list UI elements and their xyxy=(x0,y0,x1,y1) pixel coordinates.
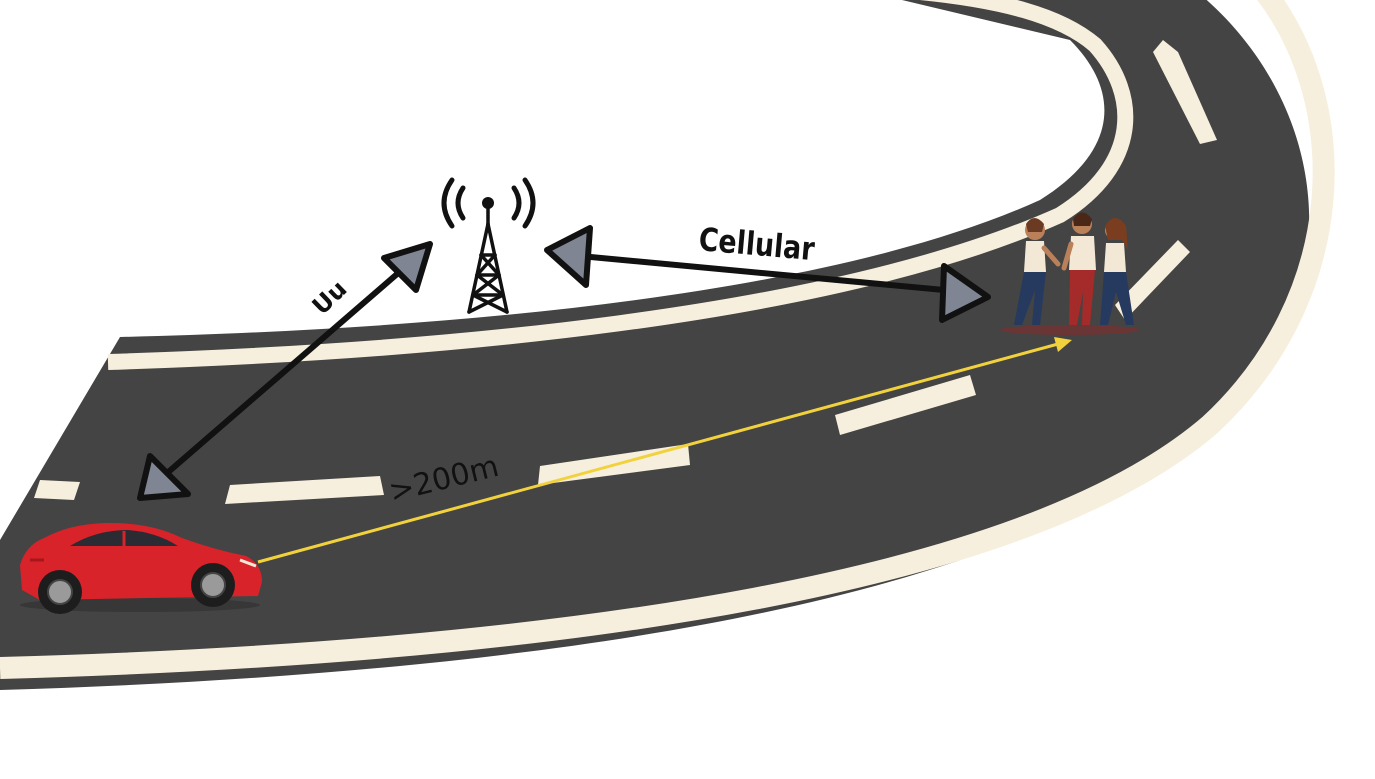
cellular-arrowhead-left xyxy=(544,225,593,288)
road-outer-edge-line xyxy=(0,0,1335,679)
uu-arrowhead-bottom xyxy=(137,453,191,501)
cell-tower-icon xyxy=(441,177,536,314)
distance-line xyxy=(257,337,1072,564)
pedestrian xyxy=(1014,218,1061,325)
lane-dash xyxy=(1153,40,1217,144)
lane-dash xyxy=(1115,240,1190,320)
uu-link-arrow xyxy=(137,241,433,501)
road-surface xyxy=(0,0,1310,690)
lane-dash xyxy=(34,480,80,500)
lane-dash xyxy=(835,375,976,435)
road-inner-edge-line xyxy=(107,0,1134,370)
pedestrians-icon xyxy=(1000,212,1140,335)
lane-dash xyxy=(225,476,384,504)
pedestrian xyxy=(1061,212,1096,325)
cellular-link-arrow xyxy=(544,225,991,323)
car-icon xyxy=(20,522,262,614)
pedestrian xyxy=(1100,218,1134,325)
cellular-label: Cellular xyxy=(697,220,816,268)
uu-arrowhead-top xyxy=(381,241,433,293)
cellular-arrowhead-right xyxy=(939,263,991,323)
uu-label: Uu xyxy=(307,275,353,321)
road xyxy=(0,0,1335,690)
distance-arrowhead xyxy=(1054,337,1072,352)
